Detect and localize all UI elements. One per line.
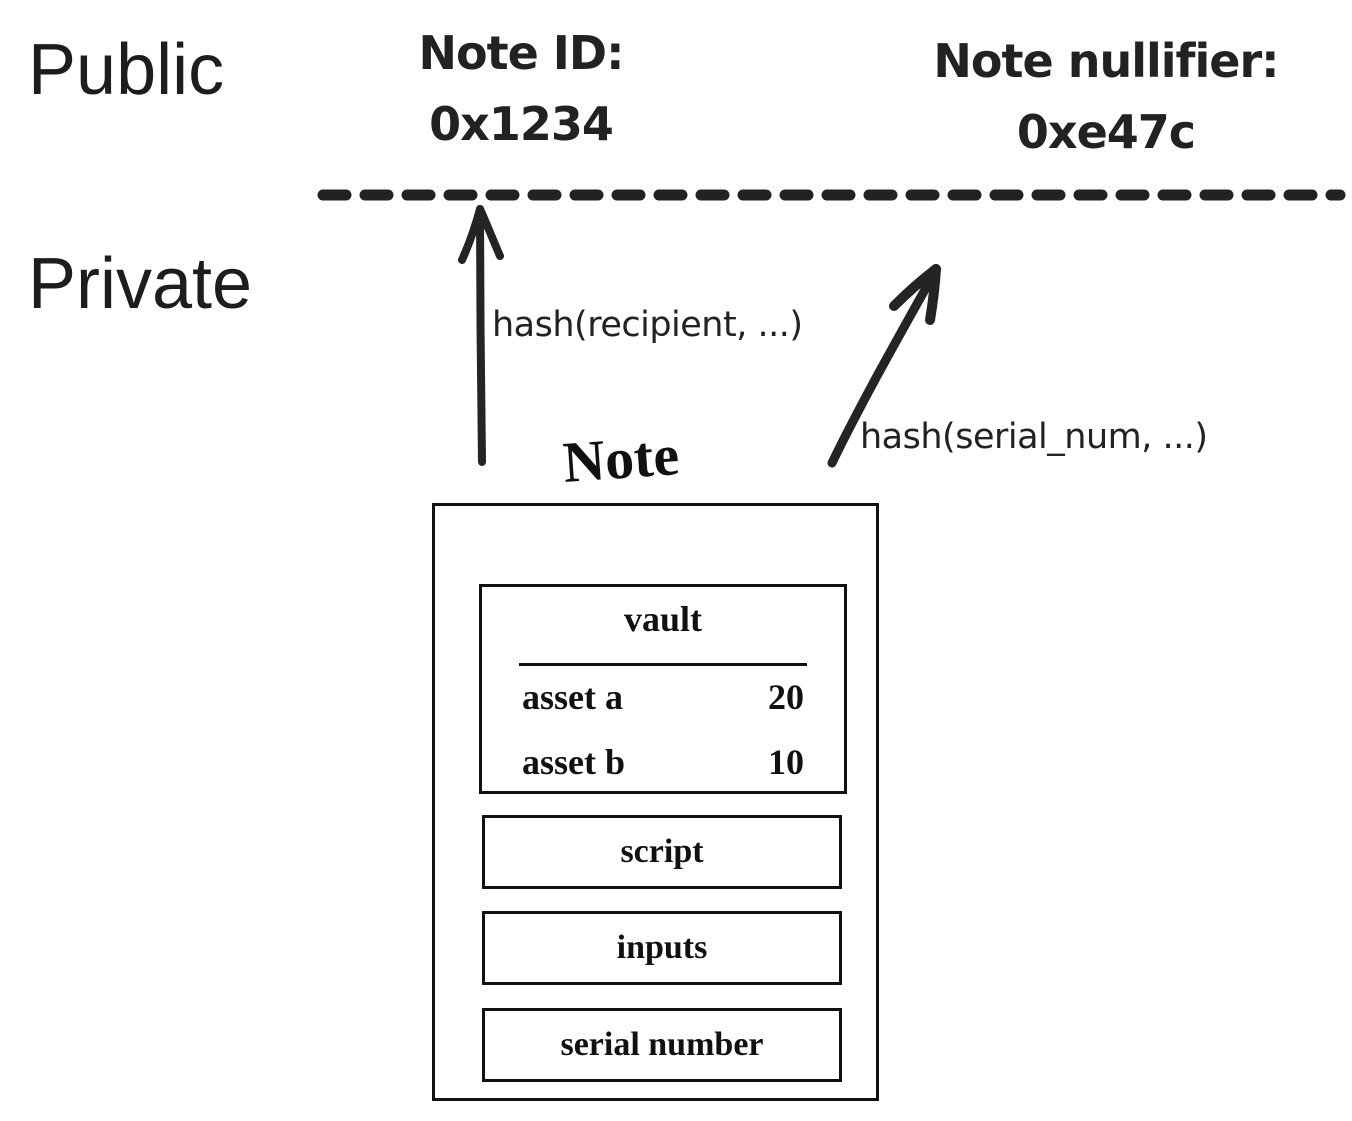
vault-divider (519, 663, 807, 666)
vault-row-asset-a: asset a 20 (522, 679, 804, 715)
vault-box: vault asset a 20 asset b 10 (479, 584, 847, 794)
note-id-title: Note ID: (418, 26, 625, 80)
private-zone-label: Private (28, 244, 253, 324)
asset-b-name: asset b (522, 742, 626, 782)
inputs-label: inputs (616, 929, 708, 966)
serial-number-box: serial number (482, 1008, 842, 1082)
note-id-arrow-icon (458, 205, 504, 466)
inputs-box: inputs (482, 911, 842, 985)
note-nullifier-output: Note nullifier: 0xe47c (930, 26, 1282, 169)
note-nullifier-value: 0xe47c (1016, 105, 1196, 160)
note-id-value: 0x1234 (429, 97, 614, 152)
note-nullifier-arrow-icon (827, 264, 941, 468)
asset-b-amount: 10 (768, 742, 804, 782)
public-private-divider (317, 189, 1346, 201)
script-box: script (482, 815, 842, 889)
asset-a-amount: 20 (768, 677, 804, 717)
recipient-hash-label: hash(recipient, ...) (492, 305, 803, 345)
note-nullifier-title: Note nullifier: (933, 34, 1279, 88)
vault-title: vault (623, 599, 702, 639)
note-id-output: Note ID: 0x1234 (371, 18, 671, 161)
serial-hash-label: hash(serial_num, ...) (860, 417, 1208, 457)
script-label: script (620, 833, 704, 870)
vault-row-asset-b: asset b 10 (522, 744, 804, 780)
public-zone-label: Public (28, 30, 225, 110)
note-title: Note (560, 422, 682, 495)
asset-a-name: asset a (522, 677, 623, 717)
serial-number-label: serial number (560, 1026, 764, 1063)
